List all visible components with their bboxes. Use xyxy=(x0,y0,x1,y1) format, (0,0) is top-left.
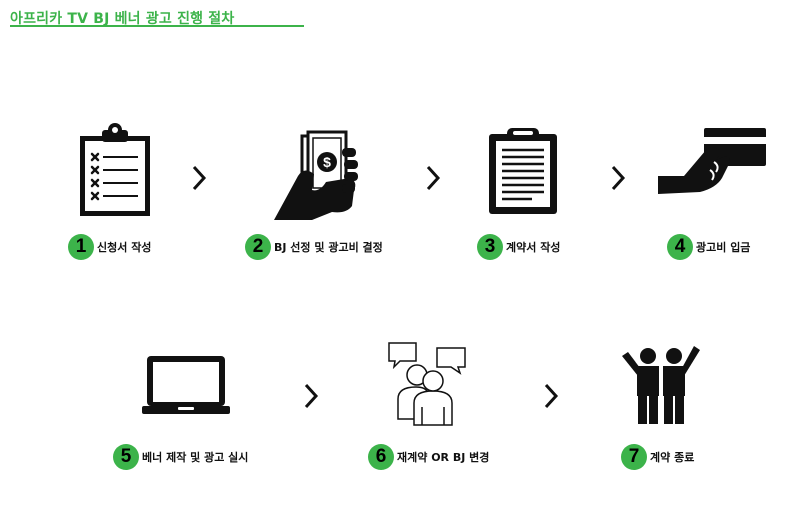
page-title: 아프리카 TV BJ 베너 광고 진행 절차 xyxy=(10,11,235,27)
chevron-right-icon xyxy=(304,383,319,409)
step-label: BJ 선정 및 광고비 결정 xyxy=(274,241,383,254)
chevron-right-icon xyxy=(544,383,559,409)
step-label: 광고비 입금 xyxy=(696,241,751,254)
clipboard-document-icon xyxy=(489,128,557,214)
step-5: 5 베너 제작 및 광고 실시 xyxy=(113,444,248,470)
step-number-badge: 1 xyxy=(68,234,94,260)
chevron-right-icon xyxy=(426,165,441,191)
step-number-badge: 2 xyxy=(245,234,271,260)
step-number-badge: 5 xyxy=(113,444,139,470)
step-label: 신청서 작성 xyxy=(97,241,152,254)
step-label: 계약 종료 xyxy=(650,451,695,464)
step-label: 재계약 OR BJ 변경 xyxy=(397,451,490,464)
step-6: 6 재계약 OR BJ 변경 xyxy=(368,444,489,470)
step-1: 1 신청서 작성 xyxy=(68,234,151,260)
step-number-badge: 4 xyxy=(667,234,693,260)
hand-money-icon: $ xyxy=(274,130,358,220)
people-chat-icon xyxy=(388,342,466,426)
clipboard-checklist-icon xyxy=(80,123,150,216)
chevron-right-icon xyxy=(192,165,207,191)
step-number-badge: 6 xyxy=(368,444,394,470)
step-number-badge: 3 xyxy=(477,234,503,260)
hand-card-icon xyxy=(658,128,766,194)
step-7: 7 계약 종료 xyxy=(621,444,694,470)
step-2: 2 BJ 선정 및 광고비 결정 xyxy=(245,234,383,260)
step-4: 4 광고비 입금 xyxy=(667,234,750,260)
title-underline xyxy=(10,25,304,27)
celebrating-people-icon xyxy=(622,346,700,424)
step-label: 베너 제작 및 광고 실시 xyxy=(142,451,249,464)
chevron-right-icon xyxy=(611,165,626,191)
svg-text:$: $ xyxy=(323,154,331,170)
step-number-badge: 7 xyxy=(621,444,647,470)
step-label: 계약서 작성 xyxy=(506,241,561,254)
step-3: 3 계약서 작성 xyxy=(477,234,560,260)
laptop-icon xyxy=(142,356,230,414)
